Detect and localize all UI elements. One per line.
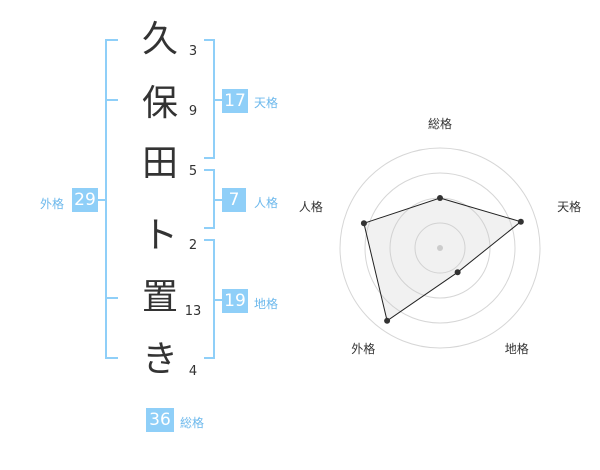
radar-axis-label-5: 人格 bbox=[299, 199, 323, 214]
surname-char-3: 田 bbox=[141, 143, 178, 184]
chikaku-badge: 19 bbox=[222, 289, 248, 313]
radar-point-3 bbox=[454, 269, 461, 276]
given-char-1: ト bbox=[141, 215, 178, 256]
stroke-count-given-2: 13 bbox=[184, 304, 202, 319]
stroke-count-surname-1: 3 bbox=[188, 44, 198, 59]
radar-axis-label-2: 天格 bbox=[557, 199, 581, 214]
surname-char-1: 久 bbox=[141, 19, 178, 60]
gaikaku-badge: 29 bbox=[72, 188, 98, 212]
jinkaku-badge: 7 bbox=[222, 188, 246, 212]
radar-ring-1 bbox=[414, 222, 466, 274]
stroke-count-surname-2: 9 bbox=[188, 104, 198, 119]
given-char-3: き bbox=[141, 339, 178, 380]
stroke-count-given-3: 4 bbox=[188, 364, 198, 379]
radar-center-dot bbox=[437, 245, 443, 251]
stroke-count-surname-3: 5 bbox=[188, 164, 198, 179]
chikaku-label: 地格 bbox=[254, 297, 279, 311]
given-char-2: 置 bbox=[141, 277, 178, 318]
stroke-count-given-1: 2 bbox=[188, 238, 198, 253]
tenkaku-badge: 17 bbox=[222, 89, 248, 113]
radar-axis-label-4: 外格 bbox=[351, 341, 375, 356]
radar-axis-label-1: 総格 bbox=[428, 116, 452, 131]
radar-point-4 bbox=[384, 317, 391, 324]
radar-ring-3 bbox=[364, 172, 516, 324]
soukaku-badge: 36 bbox=[146, 408, 174, 432]
tenkaku-label: 天格 bbox=[254, 96, 279, 110]
radar-point-2 bbox=[517, 218, 524, 225]
radar-axis-label-3: 地格 bbox=[505, 341, 529, 356]
soukaku-label: 総格 bbox=[180, 416, 205, 430]
surname-char-2: 保 bbox=[141, 83, 178, 124]
radar-point-5 bbox=[360, 220, 367, 227]
jinkaku-label: 人格 bbox=[254, 196, 279, 210]
radar-series-polygon bbox=[363, 197, 522, 322]
gaikaku-label: 外格 bbox=[40, 197, 65, 211]
radar-point-1 bbox=[437, 195, 443, 201]
